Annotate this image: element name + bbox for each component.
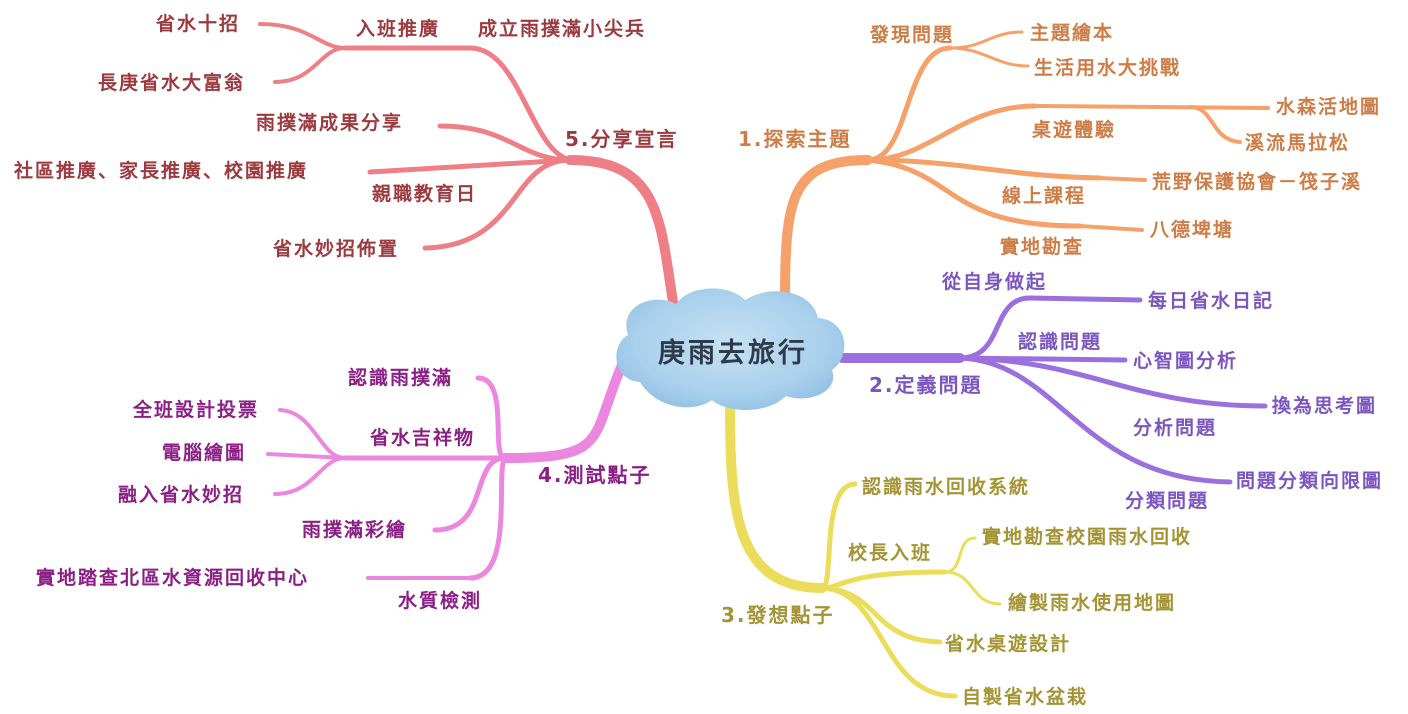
- node-2-2: 認識問題: [1018, 331, 1103, 353]
- leaf-1-2-1: 水森活地圖: [1276, 96, 1382, 118]
- node-5-4: 親職教育日: [372, 183, 478, 205]
- leaf-2-3-1: 換為思考圖: [1272, 395, 1378, 417]
- leaf-3-2-1: 實地勘查校園雨水回收: [982, 526, 1193, 548]
- leaf-5-1-2: 長庚省水大富翁: [98, 72, 246, 94]
- node-1-1: 發現問題: [870, 24, 955, 46]
- leaf-4-2-2: 電腦繪圖: [162, 442, 247, 464]
- node-3-2: 校長入班: [848, 542, 933, 564]
- node-4-3: 雨撲滿彩繪: [302, 519, 408, 541]
- leaf-1-4-1: 八德埤塘: [1150, 219, 1235, 241]
- leaf-4-4-1: 實地踏查北區水資源回收中心: [36, 567, 310, 589]
- leaf-1-1-1: 主題繪本: [1030, 22, 1115, 44]
- leaf-2-4-1: 問題分類向限圖: [1236, 470, 1384, 492]
- leaf-1-1-2: 生活用水大挑戰: [1034, 57, 1182, 79]
- center-cloud: [616, 288, 845, 411]
- node-3-4: 自製省水盆栽: [962, 686, 1089, 708]
- branch-4-connectors: [266, 360, 627, 581]
- node-1-3: 線上課程: [1002, 185, 1087, 207]
- leaf-2-2-1: 心智圖分析: [1133, 350, 1239, 372]
- leaf-1-2-2: 溪流馬拉松: [1245, 132, 1351, 154]
- node-3-3: 省水桌遊設計: [945, 633, 1072, 655]
- branch-2-connectors: [837, 295, 1268, 485]
- branch-3-connectors: [725, 399, 1002, 699]
- leaf-4-2-3: 融入省水妙招: [118, 484, 245, 506]
- node-1-4: 實地勘查: [1000, 236, 1085, 258]
- node-4-2: 省水吉祥物: [370, 427, 476, 449]
- node-5-3: 雨撲滿成果分享: [256, 112, 404, 134]
- leaf-5-4-1: 社區推廣、家長推廣、校園推廣: [14, 160, 309, 182]
- node-5-2: 成立雨撲滿小尖兵: [478, 18, 647, 40]
- leaf-3-2-2: 繪製雨水使用地圖: [1008, 592, 1177, 614]
- leaf-5-1-1: 省水十招: [156, 13, 241, 35]
- branch-1-connectors: [780, 30, 1270, 307]
- leaf-4-2-1: 全班設計投票: [133, 399, 260, 421]
- node-2-3: 分析問題: [1133, 417, 1218, 439]
- leaf-2-1-1: 每日省水日記: [1148, 290, 1275, 312]
- branch-1-title: 1.探索主題: [738, 127, 852, 151]
- node-3-1: 認識雨水回收系統: [862, 476, 1031, 498]
- node-1-2: 桌遊體驗: [1032, 119, 1117, 141]
- node-2-1: 從自身做起: [942, 271, 1048, 293]
- node-4-4: 水質檢測: [398, 590, 483, 612]
- branch-5-connectors: [258, 22, 678, 307]
- center-topic: 庚雨去旅行: [658, 337, 808, 369]
- branch-2-title: 2.定義問題: [869, 373, 983, 397]
- branch-3-title: 3.發想點子: [721, 603, 835, 627]
- branch-5-title: 5.分享宣言: [565, 127, 679, 151]
- node-5-1: 入班推廣: [356, 18, 441, 40]
- leaf-1-3-1: 荒野保護協會－筏子溪: [1152, 171, 1363, 193]
- branch-4-title: 4.測試點子: [538, 463, 652, 487]
- node-5-5: 省水妙招佈置: [273, 238, 400, 260]
- node-2-4: 分類問題: [1125, 490, 1210, 512]
- node-4-1: 認識雨撲滿: [348, 367, 454, 389]
